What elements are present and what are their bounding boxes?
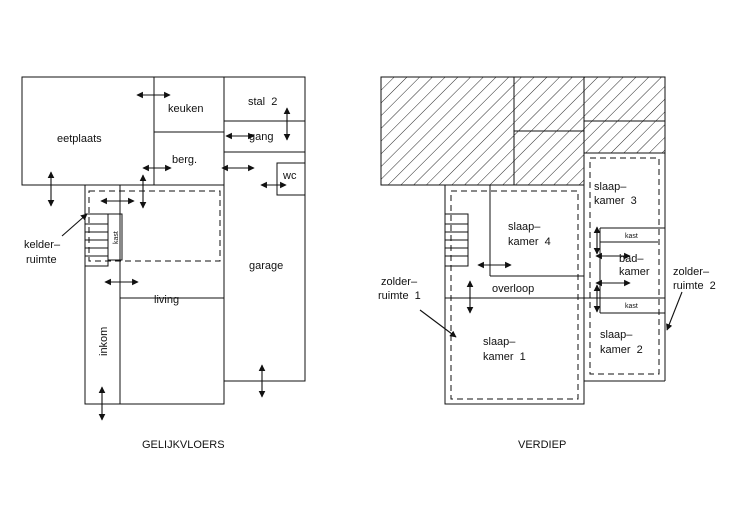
label-garage: garage [249, 260, 283, 272]
label-badkamer-line-2: kamer [619, 266, 650, 278]
label-kast: kast [113, 231, 120, 244]
label-zolderruimte-1-line-2: ruimte 1 [378, 290, 421, 302]
label-gang: gang [249, 131, 273, 143]
caption-gelijkvloers: GELIJKVLOERS [142, 439, 225, 451]
label-zolderruimte-1-line-1: zolder– [381, 276, 418, 288]
label-slaapkamer-4-line-1: slaap– [508, 221, 541, 233]
upper-floor-labels: slaap– kamer 3 slaap– kamer 4 kast bad– … [378, 181, 716, 451]
label-slaapkamer-1-line-1: slaap– [483, 336, 516, 348]
upper-floor-arrows [419, 226, 683, 338]
label-zolderruimte-2-line-1: zolder– [673, 266, 710, 278]
label-slaapkamer-2-line-2: kamer 2 [600, 344, 643, 356]
label-slaapkamer-1-line-2: kamer 1 [483, 351, 526, 363]
label-keuken: keuken [168, 103, 203, 115]
kelderruimte-outline [88, 190, 221, 262]
label-kast-top: kast [625, 233, 638, 240]
label-eetplaats: eetplaats [57, 133, 102, 145]
label-inkom: inkom [98, 327, 110, 356]
ground-floor-walls [21, 76, 306, 405]
caption-verdiep: VERDIEP [518, 439, 566, 451]
label-slaapkamer-2-line-1: slaap– [600, 329, 633, 341]
label-slaapkamer-4-line-2: kamer 4 [508, 236, 551, 248]
label-kast-bottom: kast [625, 303, 638, 310]
label-overloop: overloop [492, 283, 534, 295]
label-slaapkamer-3-line-2: kamer 3 [594, 195, 637, 207]
label-zolderruimte-2-line-2: ruimte 2 [673, 280, 716, 292]
roof-hatched-areas [380, 76, 666, 186]
label-slaapkamer-3-line-1: slaap– [594, 181, 627, 193]
ground-floor-arrows [47, 91, 291, 421]
label-badkamer-line-1: bad– [619, 253, 644, 265]
ground-floor-plan: eetplaats keuken stal 2 gang berg. wc ke… [21, 76, 306, 451]
label-berg: berg. [172, 154, 197, 166]
upper-floor-plan: slaap– kamer 3 slaap– kamer 4 kast bad– … [378, 76, 716, 451]
label-kelderruimte-line-1: kelder– [24, 239, 61, 251]
upper-floor-dashed-outlines [450, 157, 660, 400]
label-kelderruimte-line-2: ruimte [26, 254, 57, 266]
label-wc: wc [282, 170, 297, 182]
ground-floor-labels: eetplaats keuken stal 2 gang berg. wc ke… [24, 96, 297, 451]
label-living: living [154, 294, 179, 306]
label-stal-2: stal 2 [248, 96, 277, 108]
